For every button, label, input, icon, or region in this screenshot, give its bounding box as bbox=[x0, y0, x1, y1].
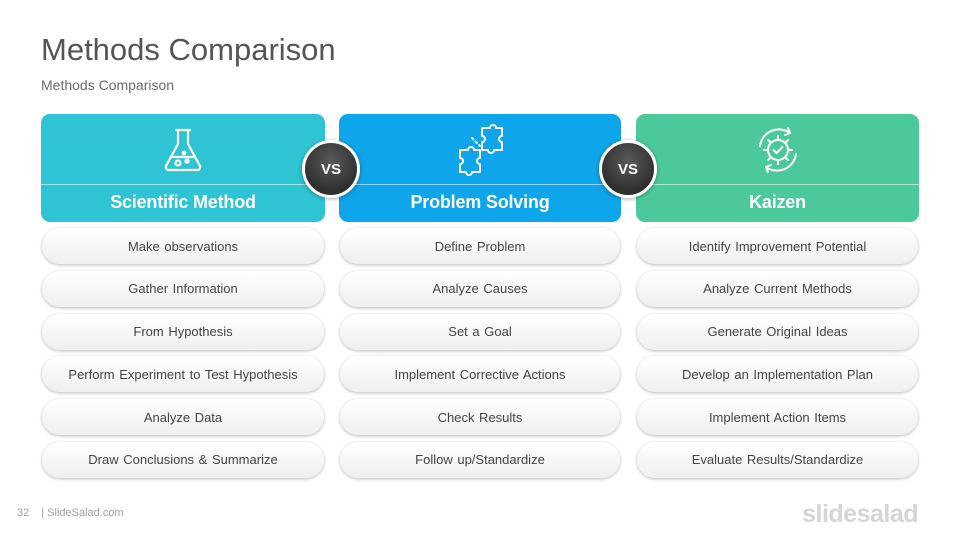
column-kaizen: Kaizen Identify Improvement Potential An… bbox=[636, 114, 919, 485]
column-heading: Kaizen bbox=[749, 192, 806, 212]
list-item: Implement Action Items bbox=[637, 399, 918, 436]
puzzle-icon bbox=[459, 124, 503, 176]
column-header: Scientific Method bbox=[41, 114, 325, 222]
column-problem-solving: Problem Solving Define Problem Analyze C… bbox=[339, 114, 621, 485]
list-item: Check Results bbox=[340, 399, 620, 436]
footer-site: | SlideSalad.com bbox=[41, 507, 124, 519]
column-header: Problem Solving bbox=[339, 114, 621, 222]
list-item: Identify Improvement Potential bbox=[637, 228, 918, 264]
list-item: Draw Conclusions & Summarize bbox=[42, 441, 324, 478]
column-scientific-method: Scientific Method Make observations Gath… bbox=[41, 114, 325, 485]
column-heading: Problem Solving bbox=[410, 192, 550, 212]
list-item: Analyze Data bbox=[42, 399, 324, 436]
list-item: Make observations bbox=[42, 228, 324, 264]
list-item: Follow up/Standardize bbox=[340, 441, 620, 478]
list-item: From Hypothesis bbox=[42, 313, 324, 350]
list-item: Implement Corrective Actions bbox=[340, 356, 620, 393]
column-header: Kaizen bbox=[636, 114, 919, 222]
header-divider bbox=[339, 184, 621, 185]
vs-badge: VS bbox=[599, 140, 657, 198]
list-item: Generate Original Ideas bbox=[637, 313, 918, 350]
page-number: 32 bbox=[17, 507, 30, 519]
list-item: Gather Information bbox=[42, 270, 324, 307]
vs-badge: VS bbox=[302, 140, 360, 198]
gear-cycle-icon bbox=[758, 127, 797, 173]
brand-logo: slidesalad bbox=[802, 500, 918, 528]
page-title: Methods Comparison bbox=[41, 32, 336, 67]
column-heading: Scientific Method bbox=[110, 192, 256, 212]
footer: 32 | SlideSalad.com bbox=[17, 507, 124, 519]
page-subtitle: Methods Comparison bbox=[41, 77, 175, 93]
list-item: Perform Experiment to Test Hypothesis bbox=[42, 356, 324, 393]
list-item: Define Problem bbox=[340, 228, 620, 264]
header-divider bbox=[41, 184, 325, 185]
list-item: Analyze Causes bbox=[340, 270, 620, 307]
flask-icon bbox=[164, 128, 202, 172]
header-divider bbox=[636, 184, 919, 185]
list-item: Analyze Current Methods bbox=[637, 270, 918, 307]
list-item: Develop an Implementation Plan bbox=[637, 356, 918, 393]
list-item: Evaluate Results/Standardize bbox=[637, 441, 918, 478]
list-item: Set a Goal bbox=[340, 313, 620, 350]
